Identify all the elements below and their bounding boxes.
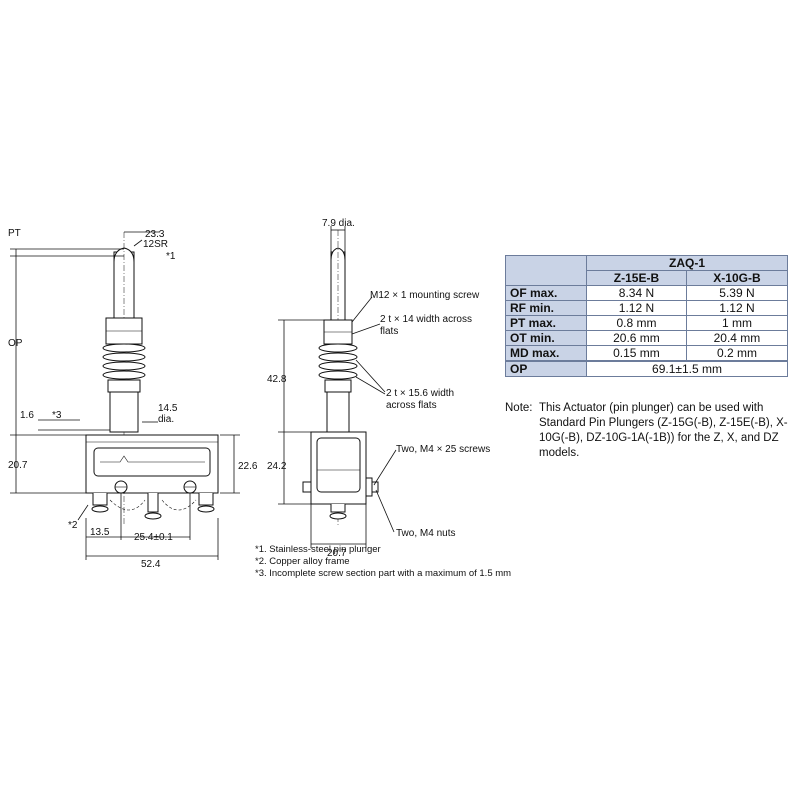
side-terminal xyxy=(330,504,346,513)
footnote-3: *3. Incomplete screw section part with a… xyxy=(255,568,512,579)
front-washer-3 xyxy=(102,361,146,371)
dim-22-6: 22.6 xyxy=(238,461,258,472)
table-row: OT min. 20.6 mm 20.4 mm xyxy=(505,330,789,346)
row-label: MD max. xyxy=(505,345,587,362)
row-value: 1 mm xyxy=(685,315,789,331)
label-mount-screw: M12 × 1 mounting screw xyxy=(370,290,480,301)
row-value: 20.4 mm xyxy=(685,330,789,346)
dim-1-6: 1.6 xyxy=(20,410,34,421)
table-row: PT max. 0.8 mm 1 mm xyxy=(505,315,789,331)
row-label-op: OP xyxy=(505,360,587,377)
side-washer-4 xyxy=(318,370,358,380)
row-value: 0.8 mm xyxy=(586,315,687,331)
label-pt: PT xyxy=(8,228,21,239)
front-washer-4 xyxy=(102,370,146,380)
ref-3: *3 xyxy=(52,410,62,421)
ref-2: *2 xyxy=(68,520,78,531)
table-col-z15e: Z-15E-B xyxy=(586,270,687,286)
dim-14-5: 14.5 xyxy=(158,403,178,414)
side-washer-1 xyxy=(318,343,358,353)
dim-7-9-dia: 7.9 dia. xyxy=(322,218,355,229)
side-nut xyxy=(371,481,379,493)
row-label: PT max. xyxy=(505,315,587,331)
dim-dia: dia. xyxy=(158,414,174,425)
footnote-2: *2. Copper alloy frame xyxy=(255,556,350,567)
label-flats15-l2: across flats xyxy=(386,400,437,411)
front-washer-2 xyxy=(102,352,146,362)
table-row: MD max. 0.15 mm 0.2 mm xyxy=(505,345,789,362)
front-terminal-center xyxy=(147,493,159,513)
row-value: 0.15 mm xyxy=(586,345,687,362)
row-label: RF min. xyxy=(505,300,587,316)
side-bushing xyxy=(326,391,350,433)
front-washer-1 xyxy=(102,343,146,353)
spec-table: ZAQ-1 Z-15E-B X-10G-B OF max. 8.34 N 5.3… xyxy=(505,255,789,377)
row-value: 5.39 N xyxy=(685,285,789,301)
dim-25-4: 25.4±0.1 xyxy=(134,532,173,543)
front-terminal-left xyxy=(92,493,108,506)
table-group-header: ZAQ-1 xyxy=(586,255,788,271)
table-corner xyxy=(505,255,587,286)
note-text: This Actuator (pin plunger) can be used … xyxy=(539,402,788,459)
row-value: 0.2 mm xyxy=(685,345,789,362)
label-screws: Two, M4 × 25 screws xyxy=(396,444,490,455)
row-label: OT min. xyxy=(505,330,587,346)
table-row: RF min. 1.12 N 1.12 N xyxy=(505,300,789,316)
side-lock-nut xyxy=(324,379,352,393)
label-flats14-l1: 2 t × 14 width across xyxy=(380,314,472,325)
row-value: 1.12 N xyxy=(586,300,687,316)
row-value: 1.12 N xyxy=(685,300,789,316)
row-value: 20.6 mm xyxy=(586,330,687,346)
dim-23-3: 23.3 xyxy=(145,229,165,240)
table-row-op: OP 69.1±1.5 mm xyxy=(505,360,788,377)
dim-13-5: 13.5 xyxy=(90,527,110,538)
row-value-op: 69.1±1.5 mm xyxy=(586,360,788,377)
row-value: 8.34 N xyxy=(586,285,687,301)
row-label: OF max. xyxy=(505,285,587,301)
label-flats15-l1: 2 t × 15.6 width xyxy=(386,388,454,399)
ref-1: *1 xyxy=(166,251,176,262)
side-washer-3 xyxy=(318,361,358,371)
note-label: Note: xyxy=(505,402,533,414)
footnotes: *1. Stainless-steel pin plunger *2. Copp… xyxy=(255,544,511,580)
side-switch-body xyxy=(316,437,361,493)
side-washer-2 xyxy=(318,352,358,362)
dim-52-4: 52.4 xyxy=(141,559,161,570)
front-lock-nut xyxy=(107,379,141,393)
side-view: 7.9 dia. M12 × 1 mounting screw 2 t × 14… xyxy=(267,218,490,559)
label-nuts: Two, M4 nuts xyxy=(396,528,455,539)
footnote-1: *1. Stainless-steel pin plunger xyxy=(255,544,381,555)
label-op: OP xyxy=(8,338,23,349)
dim-20-7: 20.7 xyxy=(8,460,28,471)
table-row: OF max. 8.34 N 5.39 N xyxy=(505,285,789,301)
dim-24-2: 24.2 xyxy=(267,461,287,472)
note: Note: This Actuator (pin plunger) can be… xyxy=(505,401,793,461)
front-bushing xyxy=(109,391,139,433)
dim-42-8: 42.8 xyxy=(267,374,287,385)
dim-12sr: 12SR xyxy=(143,239,168,250)
label-flats14-l2: flats xyxy=(380,326,398,337)
front-terminal-right xyxy=(198,493,214,506)
dim-side-20-7: 20.7 xyxy=(327,548,347,559)
table-col-x10g: X-10G-B xyxy=(685,270,789,286)
front-view: PT OP 23.3 12SR *1 1.6 *3 14.5 dia. 20.7… xyxy=(8,228,258,570)
side-screw-head xyxy=(365,477,373,497)
